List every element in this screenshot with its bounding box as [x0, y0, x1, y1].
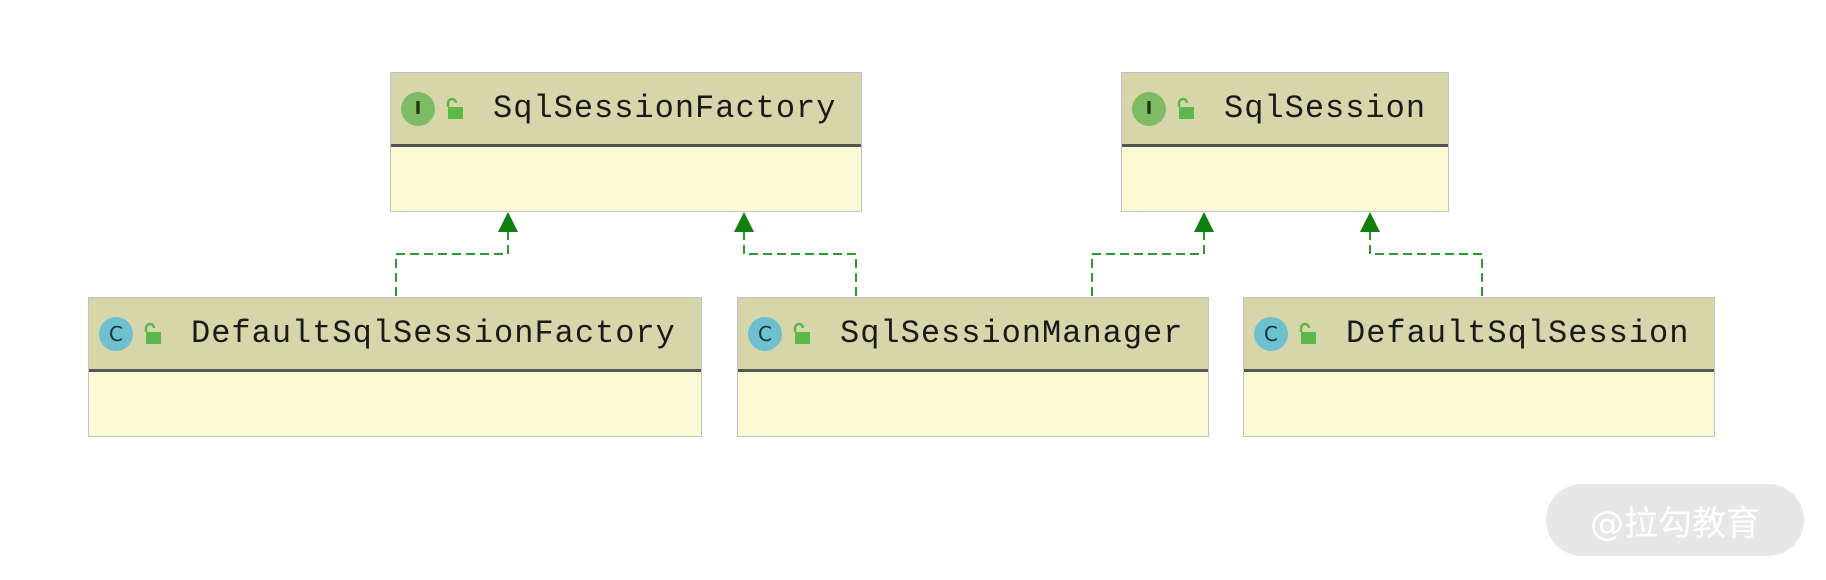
open-lock-icon	[1299, 322, 1316, 344]
class-header: I SqlSession	[1122, 73, 1448, 147]
arrowhead-icon	[734, 212, 754, 232]
class-name: SqlSessionManager	[840, 315, 1184, 352]
class-name: DefaultSqlSession	[1346, 315, 1690, 352]
arrowhead-icon	[1194, 212, 1214, 232]
class-header: I SqlSessionFactory	[391, 73, 861, 147]
relation-line-defaultsession-session	[1369, 226, 1483, 296]
class-box-sqlsessionfactory[interactable]: I SqlSessionFactory	[390, 72, 862, 212]
arrowhead-icon	[1360, 212, 1380, 232]
open-lock-icon	[144, 322, 161, 344]
class-box-defaultsqlsession[interactable]: C DefaultSqlSession	[1243, 297, 1715, 437]
class-box-defaultsqlsessionfactory[interactable]: C DefaultSqlSessionFactory	[88, 297, 702, 437]
relation-line-manager-session	[1091, 226, 1205, 296]
class-header: C DefaultSqlSession	[1244, 298, 1714, 372]
open-lock-icon	[793, 322, 810, 344]
class-icon: C	[1254, 316, 1288, 351]
class-name: SqlSession	[1224, 90, 1427, 127]
open-lock-icon	[1177, 97, 1194, 119]
class-header: C DefaultSqlSessionFactory	[89, 298, 701, 372]
relation-line-defaultfactory-factory	[395, 226, 509, 296]
interface-icon: I	[401, 91, 435, 126]
open-lock-icon	[446, 97, 463, 119]
interface-icon: I	[1132, 91, 1166, 126]
class-name: DefaultSqlSessionFactory	[191, 315, 676, 352]
watermark: @拉勾教育	[1546, 484, 1804, 556]
relation-line-manager-factory	[743, 226, 857, 296]
class-name: SqlSessionFactory	[493, 90, 837, 127]
arrowhead-icon	[498, 212, 518, 232]
class-icon: C	[99, 316, 133, 351]
class-icon: C	[748, 316, 782, 351]
class-box-sqlsession[interactable]: I SqlSession	[1121, 72, 1449, 212]
class-box-sqlsessionmanager[interactable]: C SqlSessionManager	[737, 297, 1209, 437]
class-header: C SqlSessionManager	[738, 298, 1208, 372]
